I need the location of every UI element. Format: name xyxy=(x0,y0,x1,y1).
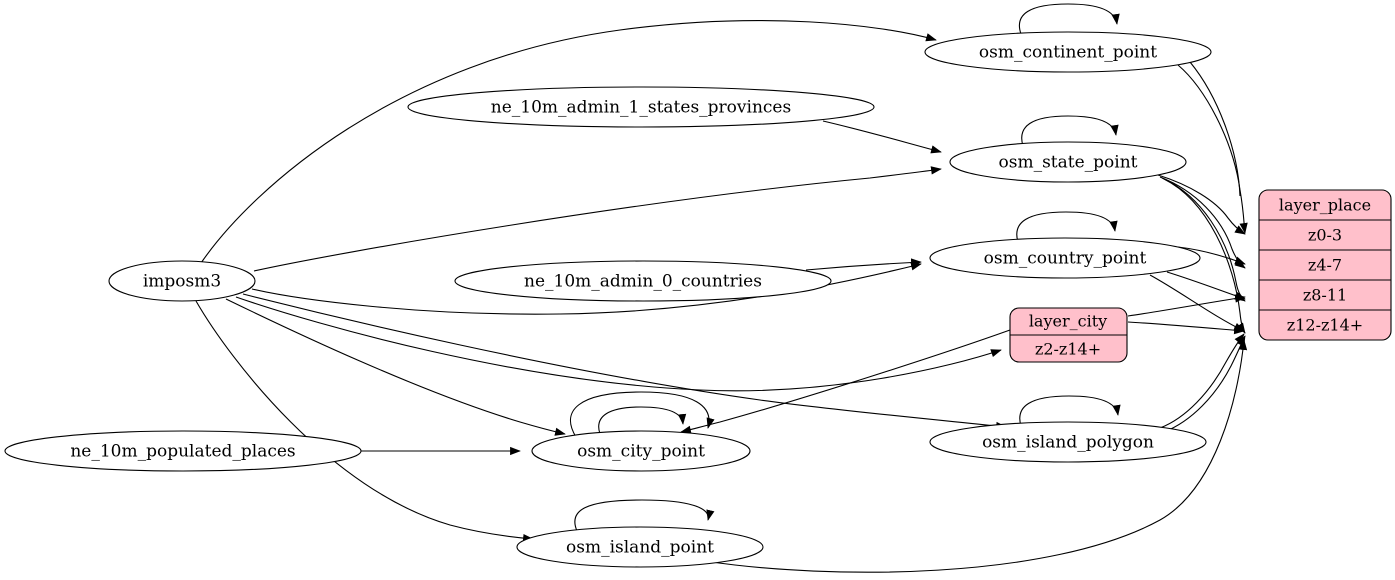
record-row-layer_city-z2-z14plus[interactable]: z2-z14+ xyxy=(1035,340,1101,359)
edge-imposm3-to-osm_country_point xyxy=(251,262,922,315)
node-osm_island_point[interactable]: osm_island_point xyxy=(516,526,764,568)
node-label-imposm3: imposm3 xyxy=(143,272,221,292)
edge-ne1states-to-osm_state_point xyxy=(822,120,942,154)
node-label-osm_state_point: osm_state_point xyxy=(999,153,1138,173)
node-osm_state_point[interactable]: osm_state_point xyxy=(949,141,1187,183)
selfloop-osm_island_point xyxy=(574,499,715,532)
record-row-layer_place-z8-11[interactable]: z8-11 xyxy=(1303,286,1347,305)
edge-osm_country_point-to-layer_place-z12_z14p xyxy=(1149,274,1245,332)
record-row-layer_place-z12-z14plus[interactable]: z12-z14+ xyxy=(1287,316,1363,335)
record-layer_city[interactable]: layer_city z2-z14+ xyxy=(1009,307,1128,363)
selfloop-inner-osm_city_point xyxy=(598,406,687,435)
node-label-osm_island_polygon: osm_island_polygon xyxy=(982,433,1154,453)
edge-osm_country_point-to-layer_place-z4_7 xyxy=(1177,246,1246,265)
node-label-osm_continent_point: osm_continent_point xyxy=(979,43,1157,63)
node-label-osm_country_point: osm_country_point xyxy=(984,249,1147,269)
edge-imposm3-to-osm_city_point xyxy=(225,298,566,436)
edge-osm_island_point-to-layer_place-z12_z14p xyxy=(704,339,1248,573)
edge-ne0countries-to-osm_country_point xyxy=(805,258,922,271)
selfloop-outer-osm_city_point xyxy=(570,391,715,438)
node-osm_city_point[interactable]: osm_city_point xyxy=(531,430,751,472)
node-osm_island_polygon[interactable]: osm_island_polygon xyxy=(929,421,1207,463)
edge-osm_continent_point-to-layer_place-z0_3 xyxy=(1177,64,1248,234)
record-row-layer_place-title: layer_place xyxy=(1279,196,1371,215)
edge-layer_city-to-osm_city_point xyxy=(680,329,1011,434)
node-osm_continent_point[interactable]: osm_continent_point xyxy=(924,31,1212,73)
edge-layer_city-to-layer_place-z8_11 xyxy=(1127,294,1246,317)
edge-layer_city-to-layer_place-z12_z14p xyxy=(1127,321,1245,335)
node-ne_10m_admin_1_states_provinces[interactable]: ne_10m_admin_1_states_provinces xyxy=(407,86,875,128)
node-label-ne_10m_admin_1_states_provinces: ne_10m_admin_1_states_provinces xyxy=(491,98,791,118)
record-layer: layer_place z0-3 z4-7 z8-11 z12-z14+ lay… xyxy=(1009,189,1392,363)
selfloop-osm_continent_point xyxy=(1018,3,1120,35)
edge-imposm3-to-osm_island_polygon xyxy=(242,293,1007,431)
edge-imposm3-to-osm_continent_point xyxy=(200,20,937,264)
node-ne_10m_populated_places[interactable]: ne_10m_populated_places xyxy=(4,430,362,472)
node-label-ne_10m_populated_places: ne_10m_populated_places xyxy=(70,442,295,462)
record-row-layer_place-z0-3[interactable]: z0-3 xyxy=(1308,226,1342,245)
edge-imposm3-to-layer_city xyxy=(235,296,1002,392)
edge-continent-right-routing xyxy=(1189,61,1241,197)
edge-imposm3-to-osm_state_point xyxy=(253,166,942,272)
selfloop-osm_island_polygon xyxy=(1019,395,1121,427)
node-imposm3[interactable]: imposm3 xyxy=(108,260,256,302)
record-row-layer_place-z4-7[interactable]: z4-7 xyxy=(1308,256,1342,275)
edge-osm_state_point-to-layer_place-z0_3 xyxy=(1157,174,1246,235)
selfloop-osm_state_point xyxy=(1021,115,1119,147)
node-label-ne_10m_admin_0_countries: ne_10m_admin_0_countries xyxy=(524,272,762,292)
edge-osm_island_polygon-to-layer_place-z12_z14p xyxy=(1159,333,1245,429)
record-layer_place[interactable]: layer_place z0-3 z4-7 z8-11 z12-z14+ xyxy=(1258,189,1392,341)
node-layer: imposm3 ne_10m_admin_1_states_provinces … xyxy=(4,31,1212,568)
node-ne_10m_admin_0_countries[interactable]: ne_10m_admin_0_countries xyxy=(454,260,832,302)
edge-osm_country_point-to-layer_place-z8_11 xyxy=(1166,271,1246,300)
edge-osm_state_point-to-layer_place-z8_11 xyxy=(1161,177,1246,302)
node-osm_country_point[interactable]: osm_country_point xyxy=(929,237,1201,279)
record-row-layer_city-title: layer_city xyxy=(1029,312,1107,331)
selfloop-osm_country_point xyxy=(1016,211,1118,243)
node-label-osm_city_point: osm_city_point xyxy=(577,442,705,462)
node-label-osm_island_point: osm_island_point xyxy=(566,538,714,558)
edge-imposm3-to-osm_island_point xyxy=(195,300,534,543)
edge-layer xyxy=(195,3,1248,573)
